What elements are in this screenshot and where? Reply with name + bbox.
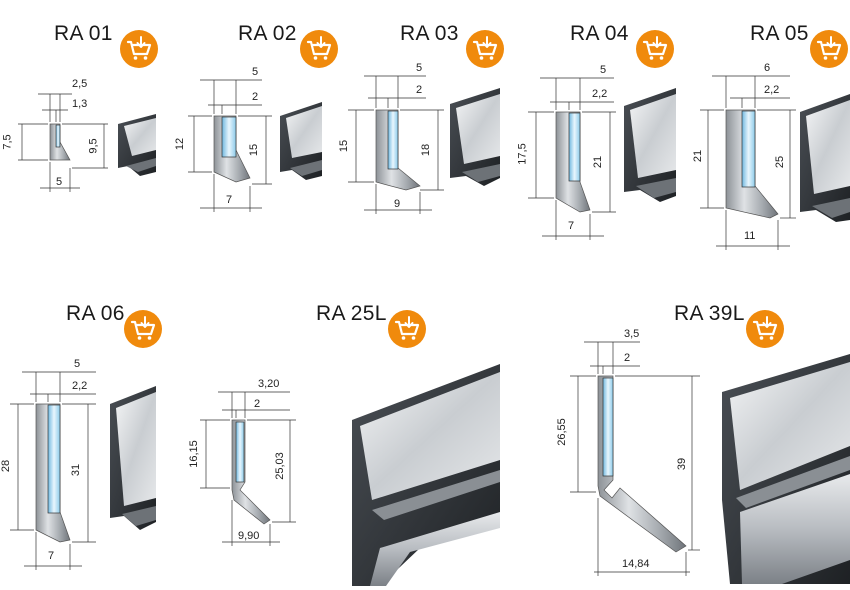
dim-bottom-width: 14,84	[622, 558, 650, 570]
add-to-cart-button-ra06[interactable]	[124, 310, 162, 348]
dim-bottom-width: 5	[56, 176, 63, 188]
shopping-cart-download-icon	[816, 36, 842, 60]
product-title-ra01: RA 01	[54, 22, 113, 45]
dim-top-inner: 2,2	[764, 84, 780, 96]
dim-right-height: 31	[70, 463, 83, 477]
render-ra06	[110, 386, 156, 530]
dim-top-outer: 2,5	[72, 78, 88, 90]
dim-right-height: 9,5	[87, 138, 100, 154]
dim-bottom-width: 9,90	[238, 530, 260, 542]
dim-top-inner: 2	[416, 84, 423, 96]
dim-top-inner: 1,3	[72, 98, 88, 110]
render-ra05	[800, 94, 850, 222]
dim-bottom-width: 7	[48, 550, 55, 562]
dim-bottom-width: 7	[226, 194, 233, 206]
dim-top-outer: 6	[764, 62, 771, 74]
shopping-cart-download-icon	[126, 36, 152, 60]
shopping-cart-download-icon	[130, 316, 156, 340]
dim-top-outer: 3,20	[258, 378, 280, 390]
dim-top-inner: 2	[624, 352, 631, 364]
dim-left-height: 16,15	[187, 440, 200, 468]
dim-right-height: 25	[774, 155, 787, 169]
product-title-ra04: RA 04	[570, 22, 629, 45]
product-title-ra06: RA 06	[66, 302, 125, 325]
shopping-cart-download-icon	[752, 316, 778, 340]
shopping-cart-download-icon	[394, 316, 420, 340]
render-ra03	[450, 88, 500, 186]
dim-right-height: 15	[248, 143, 261, 157]
product-title-ra39l: RA 39L	[674, 302, 745, 325]
dim-left-height: 12	[174, 137, 187, 151]
render-ra02	[280, 102, 322, 180]
dim-right-height: 39	[676, 457, 689, 471]
render-ra04	[624, 88, 676, 202]
dim-top-inner: 2,2	[72, 380, 88, 392]
add-to-cart-button-ra05[interactable]	[810, 30, 848, 68]
dim-bottom-width: 11	[744, 230, 756, 242]
add-to-cart-button-ra03[interactable]	[466, 30, 504, 68]
dim-top-inner: 2	[254, 398, 261, 410]
product-title-ra05: RA 05	[750, 22, 809, 45]
dim-right-height: 18	[420, 143, 433, 157]
dim-top-outer: 5	[416, 62, 423, 74]
shopping-cart-download-icon	[472, 36, 498, 60]
render-ra39l	[722, 354, 850, 584]
product-title-ra03: RA 03	[400, 22, 459, 45]
shopping-cart-download-icon	[306, 36, 332, 60]
add-to-cart-button-ra04[interactable]	[636, 30, 674, 68]
render-ra25l	[352, 364, 500, 586]
dim-left-height: 7,5	[1, 134, 14, 150]
dim-left-height: 28	[0, 459, 13, 473]
add-to-cart-button-ra02[interactable]	[300, 30, 338, 68]
dim-left-height: 15	[338, 139, 351, 153]
dim-bottom-width: 9	[394, 198, 401, 210]
dim-top-outer: 3,5	[624, 328, 640, 340]
dim-left-height: 26,55	[555, 418, 568, 446]
dim-right-height: 21	[592, 155, 605, 169]
dim-top-inner: 2,2	[592, 88, 608, 100]
dim-top-outer: 5	[74, 358, 81, 370]
render-ra01	[118, 114, 156, 176]
dim-top-outer: 5	[600, 64, 607, 76]
add-to-cart-button-ra39l[interactable]	[746, 310, 784, 348]
add-to-cart-button-ra25l[interactable]	[388, 310, 426, 348]
dim-right-height: 25,03	[273, 452, 286, 480]
dim-top-outer: 5	[252, 66, 259, 78]
dim-left-height: 17,5	[516, 143, 529, 165]
dim-bottom-width: 7	[568, 220, 575, 232]
product-title-ra25l: RA 25L	[316, 302, 387, 325]
shopping-cart-download-icon	[642, 36, 668, 60]
dim-left-height: 21	[692, 149, 705, 163]
add-to-cart-button-ra01[interactable]	[120, 30, 158, 68]
dim-top-inner: 2	[252, 91, 259, 103]
product-title-ra02: RA 02	[238, 22, 297, 45]
